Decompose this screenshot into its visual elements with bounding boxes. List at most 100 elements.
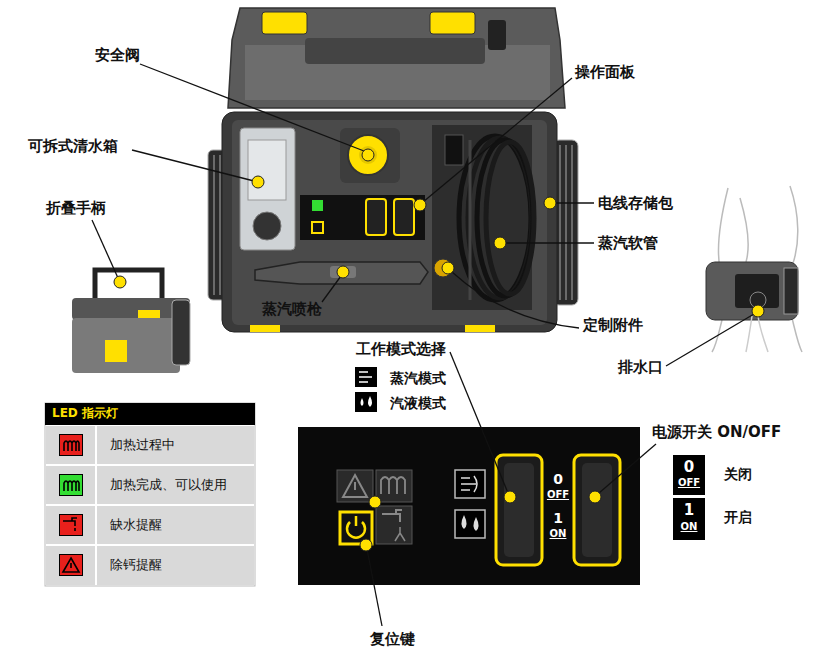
control-panel xyxy=(496,455,542,565)
callout-dot xyxy=(114,276,126,288)
led-swatch xyxy=(59,474,83,496)
control-panel xyxy=(574,455,620,565)
drain-illustration xyxy=(746,316,752,352)
part-label: 蒸汽软管 xyxy=(598,234,658,252)
drain-illustration xyxy=(735,274,779,308)
handle-illustration xyxy=(105,340,127,362)
mode-label: 蒸汽模式 xyxy=(390,370,446,387)
led-icon xyxy=(60,515,82,535)
side-grill xyxy=(214,155,215,295)
led-icon-shape xyxy=(63,518,77,531)
drain-illustration xyxy=(790,186,798,266)
mini-control-panel xyxy=(312,222,323,233)
leader-line xyxy=(322,276,341,302)
callout-dot xyxy=(337,266,349,278)
case-body xyxy=(250,325,280,332)
control-panel xyxy=(455,470,485,498)
mini-control-panel xyxy=(300,195,425,240)
legend-text: 缺水提醒 xyxy=(110,517,162,533)
led-swatch xyxy=(59,554,83,576)
drain-illustration xyxy=(740,198,748,262)
switch-marking: ON xyxy=(681,521,698,533)
mode-icon xyxy=(359,372,372,382)
leader-line xyxy=(423,78,572,202)
legend-frame xyxy=(46,426,254,464)
legend-frame xyxy=(46,466,254,504)
safety-valve xyxy=(340,128,400,183)
drain-illustration xyxy=(718,188,728,268)
handle-illustration xyxy=(172,300,190,365)
handle-illustration xyxy=(95,270,162,302)
part-label: 安全阀 xyxy=(95,46,140,64)
handle-illustration xyxy=(138,310,160,318)
control-panel xyxy=(462,515,479,531)
mini-control-panel xyxy=(366,199,386,235)
callout-dot xyxy=(752,305,764,317)
control-panel xyxy=(376,506,412,544)
callout-dot xyxy=(360,539,372,551)
control-panel xyxy=(382,510,402,522)
callout-dot xyxy=(442,262,454,274)
water-tank xyxy=(248,140,286,200)
leader-line xyxy=(92,64,754,626)
legend-text: 除钙提醒 xyxy=(110,557,162,573)
mini-control-panel xyxy=(312,200,323,211)
leader-line xyxy=(140,64,364,151)
drain-illustration xyxy=(706,262,798,320)
callout-dot xyxy=(504,491,516,503)
callout-dot xyxy=(362,149,374,161)
switch-marking: 1 xyxy=(684,501,694,519)
steam-hose xyxy=(445,135,463,165)
led-icon-shape xyxy=(64,441,79,451)
control-panel xyxy=(455,510,485,538)
part-label: 工作模式选择 xyxy=(356,340,446,358)
part-label: 折叠手柄 xyxy=(46,199,106,217)
leader-line xyxy=(504,242,594,243)
state-label: 关闭 xyxy=(724,466,752,483)
led-icon-shape xyxy=(64,481,79,491)
control-panel xyxy=(381,477,405,494)
legend-frame xyxy=(45,403,255,425)
led-swatch xyxy=(59,514,83,536)
part-label: 可拆式清水箱 xyxy=(28,137,118,155)
leader-line xyxy=(666,314,754,366)
water-tank xyxy=(240,128,295,250)
case-body xyxy=(222,112,557,332)
leader-line xyxy=(599,444,656,493)
safety-valve xyxy=(348,135,388,175)
water-tank xyxy=(253,212,281,240)
part-label: 排水口 xyxy=(618,358,663,376)
drain-illustration xyxy=(706,186,802,352)
led-swatch xyxy=(59,434,83,456)
case-lid xyxy=(262,12,307,34)
steam-gun xyxy=(255,262,428,284)
mode-icon xyxy=(355,367,377,412)
switch-state-box xyxy=(673,455,705,495)
steam-gun xyxy=(255,259,452,284)
control-panel xyxy=(461,476,477,492)
control-panel xyxy=(376,470,412,502)
legend-frame xyxy=(46,506,254,544)
case-lid xyxy=(228,8,565,108)
water-tank xyxy=(240,128,295,250)
part-label: 复位键 xyxy=(370,630,415,648)
side-grill xyxy=(220,155,221,295)
safety-valve xyxy=(359,146,377,164)
part-label: 电源开关 ON/OFF xyxy=(652,423,781,441)
case-body xyxy=(465,325,495,332)
handle-illustration xyxy=(72,270,190,373)
legend-frame xyxy=(95,426,97,585)
part-label: 定制附件 xyxy=(583,316,643,334)
legend-frame xyxy=(45,403,255,586)
control-panel xyxy=(298,427,640,585)
legend-frame xyxy=(46,546,254,585)
control-panel xyxy=(354,482,356,490)
mode-icon xyxy=(355,392,377,412)
control-panel xyxy=(355,516,358,526)
case-body xyxy=(222,112,557,332)
steam-gun xyxy=(330,266,356,278)
drain-illustration xyxy=(784,268,798,314)
case-lid xyxy=(488,20,506,50)
steam-hose xyxy=(468,138,532,298)
